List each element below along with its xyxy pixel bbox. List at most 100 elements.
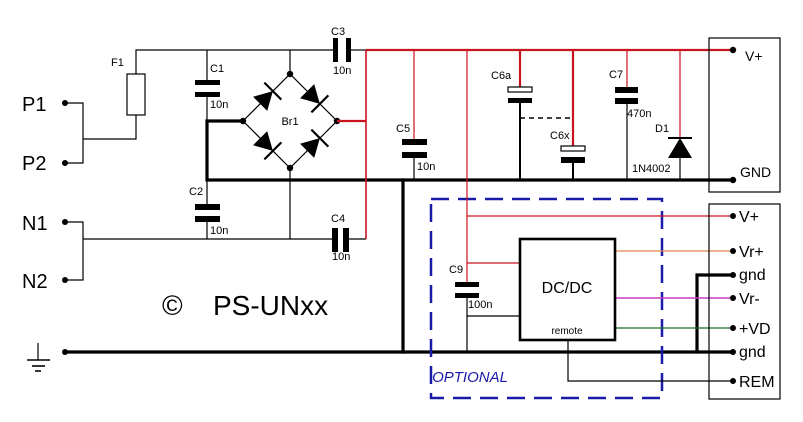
diode-icon	[253, 81, 283, 111]
c2-plate-top	[195, 204, 220, 210]
label-aux-vr-minus: Vr-	[739, 291, 760, 308]
c5-plate-top	[402, 139, 427, 145]
wire-p-to-fuse	[83, 115, 137, 140]
terminal-dot	[730, 272, 736, 278]
capacitor-c4: C4 10n	[331, 213, 366, 263]
capacitor-c3: C3 10n	[331, 26, 366, 77]
dcdc-remote-pin-label: remote	[551, 326, 583, 337]
capacitor-c7: C7 470n	[609, 50, 651, 180]
label-out-gnd: GND	[740, 164, 771, 180]
fuse-f1: F1	[111, 49, 333, 116]
label-p2: P2	[22, 153, 46, 175]
optional-label: OPTIONAL	[432, 369, 508, 386]
value-c1: 10n	[210, 99, 228, 111]
label-c5: C5	[396, 123, 410, 135]
wire-p-join	[65, 102, 84, 164]
terminal-dot	[730, 378, 736, 384]
label-c4: C4	[331, 213, 345, 225]
label-aux-gnd-2: gnd	[739, 344, 766, 361]
label-n2: N2	[22, 271, 48, 293]
wire-dc-negative-rail	[205, 119, 735, 182]
label-c7: C7	[609, 69, 623, 81]
terminal-earth-dot	[62, 349, 68, 355]
terminal-block-outline	[708, 203, 781, 400]
label-aux-vr-plus: Vr+	[739, 244, 764, 261]
diode-d1: D1 1N4002	[632, 50, 692, 180]
c6a-plate-negative	[508, 98, 532, 103]
c1-plate-top	[195, 80, 220, 85]
terminal-dot	[730, 295, 736, 301]
terminal-gnd-dot	[729, 176, 737, 184]
c1-plate-bottom	[195, 92, 220, 97]
capacitor-c1: C1 10n	[195, 50, 228, 121]
diode-icon	[300, 128, 330, 158]
c3-plate-right	[346, 38, 351, 62]
label-c9: C9	[449, 264, 463, 276]
value-c3: 10n	[333, 65, 351, 77]
bridge-node-bottom	[286, 164, 294, 172]
c6x-plate-negative	[561, 157, 585, 163]
diode-icon	[300, 84, 330, 114]
terminal-dot	[730, 213, 736, 219]
label-aux-gnd-1: gnd	[739, 267, 766, 284]
c2-plate-bottom	[195, 216, 220, 222]
diagram-title: PS-UNxx	[213, 290, 328, 321]
c5-plate-bottom	[402, 152, 427, 158]
c3-plate-left	[333, 38, 338, 62]
label-aux-vd: +VD	[739, 321, 771, 338]
label-aux-vplus: V+	[739, 209, 759, 226]
label-c2: C2	[189, 186, 203, 198]
copyright-symbol: ©	[162, 290, 183, 321]
bridge-node-top	[286, 70, 294, 78]
capacitor-c6a: C6a	[491, 50, 533, 180]
diode-icon	[668, 138, 692, 158]
terminal-block-outline	[708, 37, 781, 193]
wire-remote	[567, 340, 733, 382]
terminal-n2-dot	[62, 277, 68, 283]
terminal-vplus-dot	[729, 46, 737, 54]
terminal-p1-dot	[62, 100, 68, 106]
capacitor-c9: C9 100n	[449, 50, 492, 352]
value-c5: 10n	[417, 161, 435, 173]
ground-icon	[27, 343, 50, 372]
wire-n-join	[65, 221, 84, 281]
capacitor-c2: C2 10n	[189, 180, 228, 239]
value-c4: 10n	[332, 251, 350, 263]
label-br1: Br1	[281, 116, 298, 128]
wire-top-phase	[135, 49, 333, 74]
wire-aux-gnd-link	[695, 273, 735, 354]
terminal-p2-dot	[62, 160, 68, 166]
label-out-vplus: V+	[745, 48, 763, 64]
capacitor-c6x: C6x	[550, 50, 586, 180]
fuse-body	[126, 73, 146, 116]
input-p-connector: P1 P2	[22, 94, 137, 175]
label-p1: P1	[22, 94, 46, 116]
value-c7: 470n	[627, 108, 651, 120]
c7-plate-bottom	[615, 98, 638, 104]
value-c9: 100n	[468, 299, 492, 311]
label-c6x: C6x	[550, 130, 570, 142]
terminal-dot	[730, 349, 736, 355]
value-c2: 10n	[210, 225, 228, 237]
label-n1: N1	[22, 213, 48, 235]
terminal-dot	[730, 248, 736, 254]
c7-plate-top	[615, 87, 638, 93]
label-c6a: C6a	[491, 70, 512, 82]
terminal-n1-dot	[62, 219, 68, 225]
capacitor-c5: C5 10n	[396, 50, 435, 180]
diode-icon	[253, 131, 283, 161]
c9-plate-bottom	[455, 293, 479, 298]
c4-plate-left	[332, 228, 338, 252]
label-f1: F1	[111, 57, 124, 69]
bridge-rectifier-br1: Br1	[239, 50, 341, 239]
c6a-plate-positive	[507, 86, 533, 93]
input-n-connector: N1 N2	[22, 213, 332, 293]
value-d1: 1N4002	[632, 163, 671, 175]
label-d1: D1	[655, 123, 669, 135]
c6x-plate-positive	[560, 145, 586, 152]
label-c3: C3	[331, 26, 345, 38]
label-aux-rem: REM	[739, 374, 775, 391]
dcdc-converter: DC/DC remote	[518, 237, 617, 342]
dcdc-body	[518, 237, 617, 342]
